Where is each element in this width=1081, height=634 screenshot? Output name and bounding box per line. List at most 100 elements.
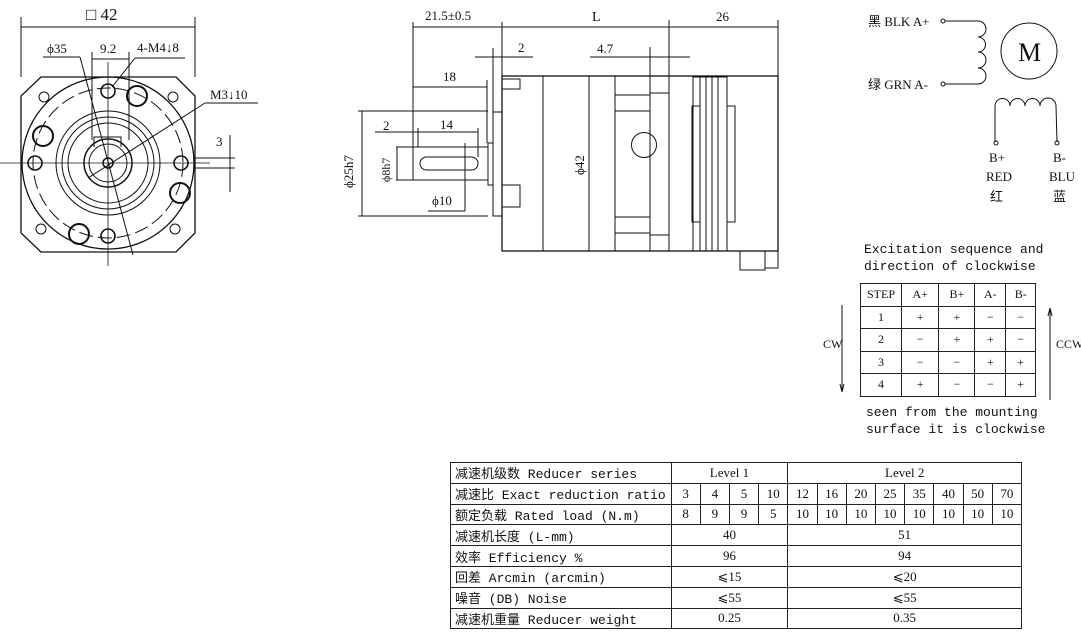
front-view <box>0 17 258 266</box>
shoulder-dia-label: ϕ10 <box>432 193 452 208</box>
level2-value: 51 <box>787 524 1022 547</box>
shaft-dia-label: ϕ8h7 <box>379 158 393 182</box>
excitation-row: 2−++− <box>860 328 1036 352</box>
side-view <box>358 20 779 271</box>
cell: 1 <box>860 305 902 329</box>
excitation-header-row: STEP A+ B+ A- B- <box>860 283 1036 307</box>
key-height-label: 3 <box>216 134 223 149</box>
level2-value: ⩽20 <box>787 565 1022 588</box>
cell: + <box>938 328 976 352</box>
a-plus-label: 黑 BLK A+ <box>868 14 930 29</box>
row-label: 减速机长度 (L-mm) <box>450 524 672 547</box>
ratio-cell: 4 <box>699 482 730 505</box>
holes-label: 4-M4↓8 <box>137 40 179 55</box>
load-cell: 10 <box>991 503 1023 526</box>
dim-2-label: 2 <box>383 118 390 133</box>
ratio-cell: 3 <box>670 482 701 505</box>
row-label: 回差 Arcmin (arcmin) <box>450 565 672 588</box>
load-cell: 10 <box>933 503 964 526</box>
excitation-title: Excitation sequence and direction of clo… <box>864 241 1043 275</box>
cell: − <box>938 350 976 374</box>
level1-value: 40 <box>670 524 789 547</box>
b-plus-color: RED <box>986 169 1012 184</box>
length-row: 减速机长度 (L-mm) 40 51 <box>450 524 1022 547</box>
cell: − <box>974 305 1007 329</box>
excitation-title-line1: Excitation sequence and <box>864 242 1044 257</box>
cell: − <box>1005 328 1036 352</box>
cell: + <box>1005 373 1036 397</box>
b-plus-cn: 红 <box>990 189 1003 204</box>
row-label: 效率 Efficiency % <box>450 545 672 567</box>
spec-table: 减速机级数 Reducer series Level 1 Level 2 减速比… <box>450 462 1023 630</box>
load-cell: 8 <box>670 503 701 526</box>
cw-label: CW <box>823 337 843 351</box>
ratio-cell: 20 <box>845 482 876 505</box>
excitation-note-line1: seen from the mounting <box>866 405 1038 420</box>
row-label: 减速比 Exact reduction ratio <box>450 482 672 505</box>
ratio-row: 减速比 Exact reduction ratio 3 4 5 10 12 16… <box>450 482 1023 505</box>
series-row: 减速机级数 Reducer series Level 1 Level 2 <box>450 462 1022 484</box>
row-label: 额定负载 Rated load (N.m) <box>450 503 672 526</box>
row-label: 噪音 (DB) Noise <box>450 586 672 609</box>
cell: − <box>974 373 1007 397</box>
weight-row: 减速机重量 Reducer weight 0.25 0.35 <box>450 607 1022 630</box>
level2-header: Level 2 <box>787 462 1022 484</box>
header-cell: A- <box>974 283 1007 307</box>
flange-thickness-label: 2 <box>518 40 525 55</box>
load-cell: 9 <box>699 503 730 526</box>
cell: − <box>1005 305 1036 329</box>
load-cell: 5 <box>758 503 789 526</box>
cell: 2 <box>860 328 902 352</box>
pilot-dia-label: ϕ25h7 <box>341 155 356 188</box>
ratio-cell: 40 <box>933 482 964 505</box>
cell: + <box>1005 350 1036 374</box>
motor-symbol: M <box>1018 38 1041 67</box>
ratio-cell: 16 <box>816 482 847 505</box>
a-minus-label: 绿 GRN A- <box>868 77 928 92</box>
noise-row: 噪音 (DB) Noise ⩽55 ⩽55 <box>450 586 1022 609</box>
load-cell: 10 <box>962 503 993 526</box>
ratio-cell: 35 <box>904 482 935 505</box>
motor-length-label: 26 <box>716 9 730 24</box>
level1-value: ⩽15 <box>670 565 789 588</box>
row-label: 减速机级数 Reducer series <box>450 462 672 484</box>
cell: + <box>974 350 1007 374</box>
pcd-label: ϕ35 <box>47 41 67 56</box>
cell: − <box>900 350 940 374</box>
square-size-label: □ 42 <box>86 5 118 24</box>
excitation-table: STEP A+ B+ A- B- 1++−− 2−++− 3−−++ 4+−−+ <box>860 283 1036 397</box>
length-l-label: L <box>592 10 601 25</box>
b-plus-label: B+ <box>989 150 1005 165</box>
excitation-note: seen from the mounting surface it is clo… <box>866 404 1045 438</box>
excitation-row: 3−−++ <box>860 350 1036 374</box>
body-dia-label: ϕ42 <box>572 155 587 175</box>
cell: − <box>938 373 976 397</box>
excitation-row: 1++−− <box>860 305 1036 329</box>
key-length-label: 14 <box>440 117 454 132</box>
cell: 3 <box>860 350 902 374</box>
center-tap-label: M3↓10 <box>210 87 248 102</box>
efficiency-row: 效率 Efficiency % 96 94 <box>450 545 1022 567</box>
load-cell: 10 <box>787 503 818 526</box>
excitation-row: 4+−−+ <box>860 373 1036 397</box>
excitation-title-line2: direction of clockwise <box>864 259 1036 274</box>
header-cell: B+ <box>938 283 976 307</box>
ratio-cell: 25 <box>874 482 906 505</box>
dim-18-label: 18 <box>443 69 456 84</box>
dim-4-7-label: 4.7 <box>597 41 614 56</box>
level1-header: Level 1 <box>670 462 789 484</box>
cell: 4 <box>860 373 902 397</box>
b-minus-cn: 蓝 <box>1053 189 1066 204</box>
header-cell: B- <box>1005 283 1036 307</box>
ccw-label: CCW <box>1056 337 1081 351</box>
ratio-cell: 12 <box>787 482 818 505</box>
b-minus-color: BLU <box>1049 169 1076 184</box>
b-minus-label: B- <box>1053 150 1066 165</box>
load-cell: 10 <box>904 503 935 526</box>
ratio-cell: 5 <box>728 482 760 505</box>
level1-value: ⩽55 <box>670 586 789 609</box>
excitation-note-line2: surface it is clockwise <box>866 422 1046 437</box>
cell: + <box>900 373 940 397</box>
load-cell: 10 <box>816 503 847 526</box>
